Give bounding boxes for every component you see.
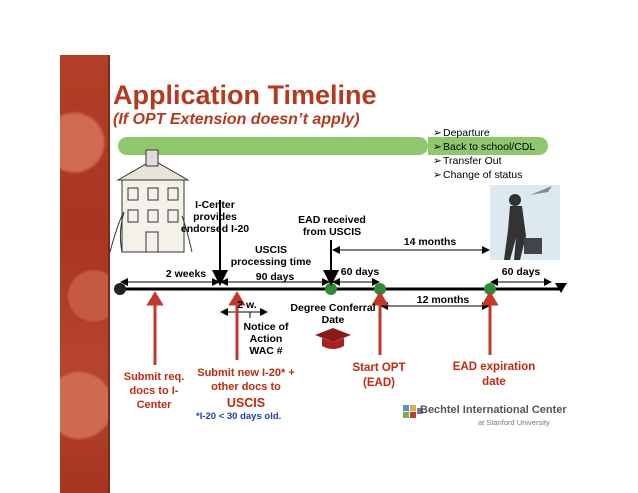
timeline-end-arrow-icon bbox=[555, 283, 567, 293]
list-item: ➢Departure bbox=[433, 127, 490, 139]
icenter-provides-label: I-Center provides endorsed I-20 bbox=[180, 199, 250, 235]
days-60-first-label: 60 days bbox=[340, 266, 380, 278]
ead-expiration-step: EAD expiration date bbox=[452, 361, 536, 388]
page-title: Application Timeline bbox=[113, 80, 377, 110]
list-item: ➢Transfer Out bbox=[433, 155, 502, 167]
arrow-bullet-icon: ➢ bbox=[433, 169, 442, 181]
months-12-label: 12 months bbox=[416, 294, 470, 306]
arrow-bullet-icon: ➢ bbox=[433, 155, 442, 167]
list-item: ➢Back to school/CDL bbox=[433, 141, 536, 153]
arrow-bullet-icon: ➢ bbox=[433, 127, 442, 139]
list-item: ➢Change of status bbox=[433, 169, 523, 181]
submit-docs-step: Submit req. docs to I-Center bbox=[123, 371, 185, 411]
degree-conferral-label: Degree Conferral Date bbox=[290, 302, 376, 326]
days-60-second-label: 60 days bbox=[501, 266, 541, 278]
logo-subtitle: at Stanford University bbox=[478, 418, 550, 427]
outcome-list: ➢Departure ➢Back to school/CDL ➢Transfer… bbox=[433, 126, 535, 182]
page-subtitle: (If OPT Extension doesn’t apply) bbox=[113, 111, 360, 128]
submit-i20-step: Submit new I-20* + other docs to bbox=[197, 367, 295, 393]
start-opt-step: Start OPT (EAD) bbox=[352, 362, 406, 389]
weeks-2-label: 2 weeks bbox=[165, 268, 207, 280]
arrow-bullet-icon: ➢ bbox=[433, 141, 442, 153]
bechtel-logo-icon bbox=[403, 405, 423, 418]
notice-of-action-label: Notice of Action WAC # bbox=[243, 321, 289, 357]
traveler-icon bbox=[490, 185, 560, 260]
title-underline-bar bbox=[118, 137, 428, 155]
graduation-cap-icon bbox=[315, 328, 351, 349]
building-sketch-icon bbox=[109, 149, 193, 253]
months-14-label: 14 months bbox=[403, 236, 457, 248]
ead-received-label: EAD received from USCIS bbox=[298, 214, 366, 238]
days-90-label: 90 days bbox=[255, 271, 295, 283]
uscis-processing-label: USCIS processing time bbox=[230, 244, 312, 268]
decorative-sidebar-strip bbox=[60, 55, 110, 493]
uscis-step-label: USCIS bbox=[226, 396, 266, 410]
title-underline-bar-end bbox=[428, 137, 548, 155]
logo-name: Bechtel International Center bbox=[420, 404, 567, 416]
weeks-2-short-label: 2 w. bbox=[237, 299, 257, 311]
i20-age-footnote: *I-20 < 30 days old. bbox=[196, 411, 282, 422]
